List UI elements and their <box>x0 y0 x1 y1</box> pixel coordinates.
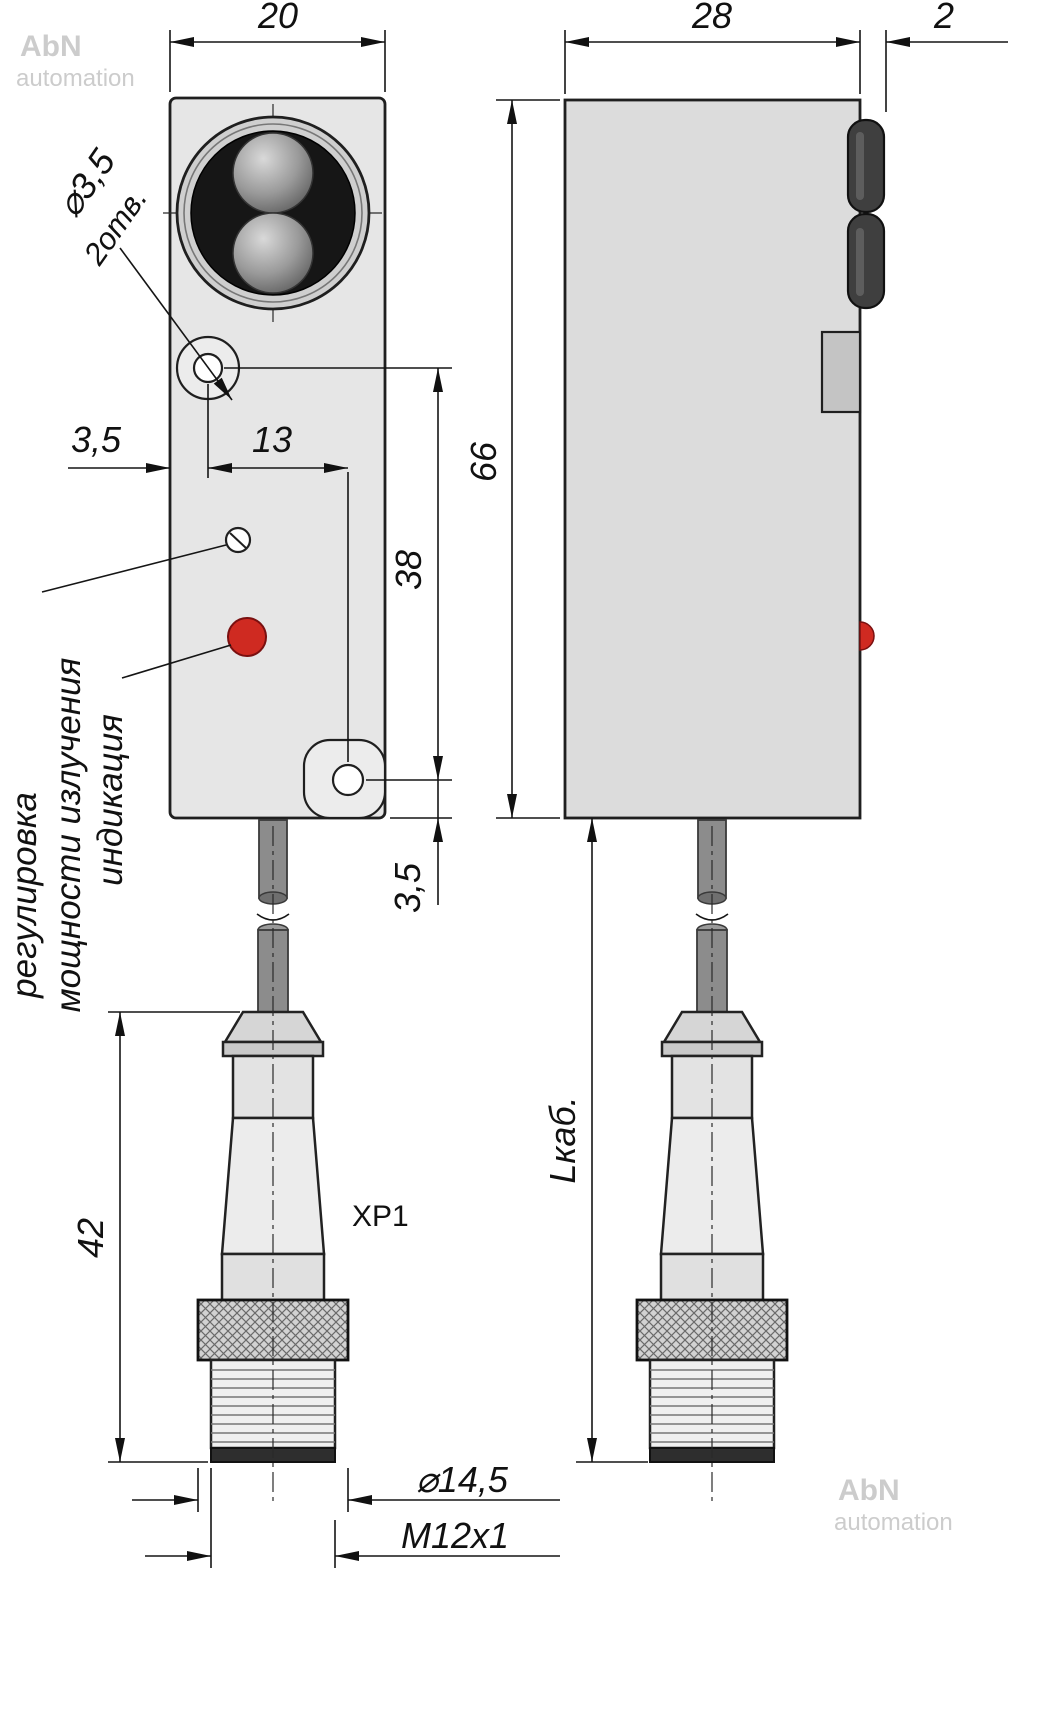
dim-depth-28: 28 <box>564 0 861 94</box>
dim-nut-diameter: ⌀14,5 <box>132 1459 560 1512</box>
label-adjustment-line1: регулировка <box>5 792 44 999</box>
dim-label-depth: 28 <box>691 0 732 36</box>
dim-label-connector-length: 42 <box>70 1218 111 1258</box>
dim-label-nut-diameter: ⌀14,5 <box>416 1459 509 1500</box>
dim-hole-spacing-vertical: 38 <box>224 367 452 781</box>
watermark-bottom-right: AbN automation <box>834 1474 953 1536</box>
dim-label-lens-protrusion: 2 <box>933 0 954 36</box>
mounting-hole-bottom <box>302 738 387 820</box>
dim-bottom-offset: 3,5 <box>387 780 452 913</box>
emitter-lens <box>232 132 314 214</box>
dim-label-cable-length: Lкаб. <box>542 1096 583 1183</box>
dim-label-hole-spacing-h: 13 <box>252 419 292 460</box>
dim-label-thread: M12x1 <box>401 1515 509 1556</box>
dim-thread: M12x1 <box>145 1468 560 1568</box>
watermark-brand: AbN <box>20 30 82 63</box>
dim-hole-offsets: 3,5 13 <box>68 384 349 762</box>
watermark-subtitle-2: automation <box>834 1509 953 1536</box>
dim-label-hole-spacing-v: 38 <box>388 550 429 590</box>
receiver-lens <box>232 212 314 294</box>
front-view: 20 ⌀3,5 2отв. 3,5 13 38 <box>5 0 560 1568</box>
side-view: 28 2 66 Lкаб. <box>463 0 1008 1502</box>
dim-label-bottom-offset: 3,5 <box>387 862 428 913</box>
power-adjustment-screw <box>224 526 252 554</box>
dim-label-width: 20 <box>257 0 298 36</box>
optical-window <box>175 115 371 311</box>
connector-designation-label: XP1 <box>352 1200 409 1233</box>
dim-cable-length: Lкаб. <box>542 818 648 1463</box>
indicator-led <box>227 617 267 657</box>
label-indicator: индикация <box>91 714 130 886</box>
indicator-led-side <box>859 621 875 651</box>
watermark-brand-2: AbN <box>838 1474 900 1507</box>
dim-label-height: 66 <box>463 441 504 482</box>
dim-label-offset-left: 3,5 <box>71 419 122 460</box>
dim-height-66: 66 <box>463 99 560 819</box>
mounting-boss-side <box>820 330 862 414</box>
sensor-body-side <box>563 98 862 820</box>
callout-labels: регулировка мощности излучения индикация <box>5 544 232 1013</box>
dim-connector-length: 42 <box>70 1011 240 1463</box>
watermark-subtitle: automation <box>16 65 135 92</box>
watermark-top-left: AbN automation <box>16 30 135 92</box>
dim-lens-protrusion: 2 <box>885 0 1008 112</box>
lens-profile-side <box>846 118 886 310</box>
label-adjustment-line2: мощности излучения <box>49 658 88 1013</box>
dim-width-20: 20 <box>169 0 386 92</box>
